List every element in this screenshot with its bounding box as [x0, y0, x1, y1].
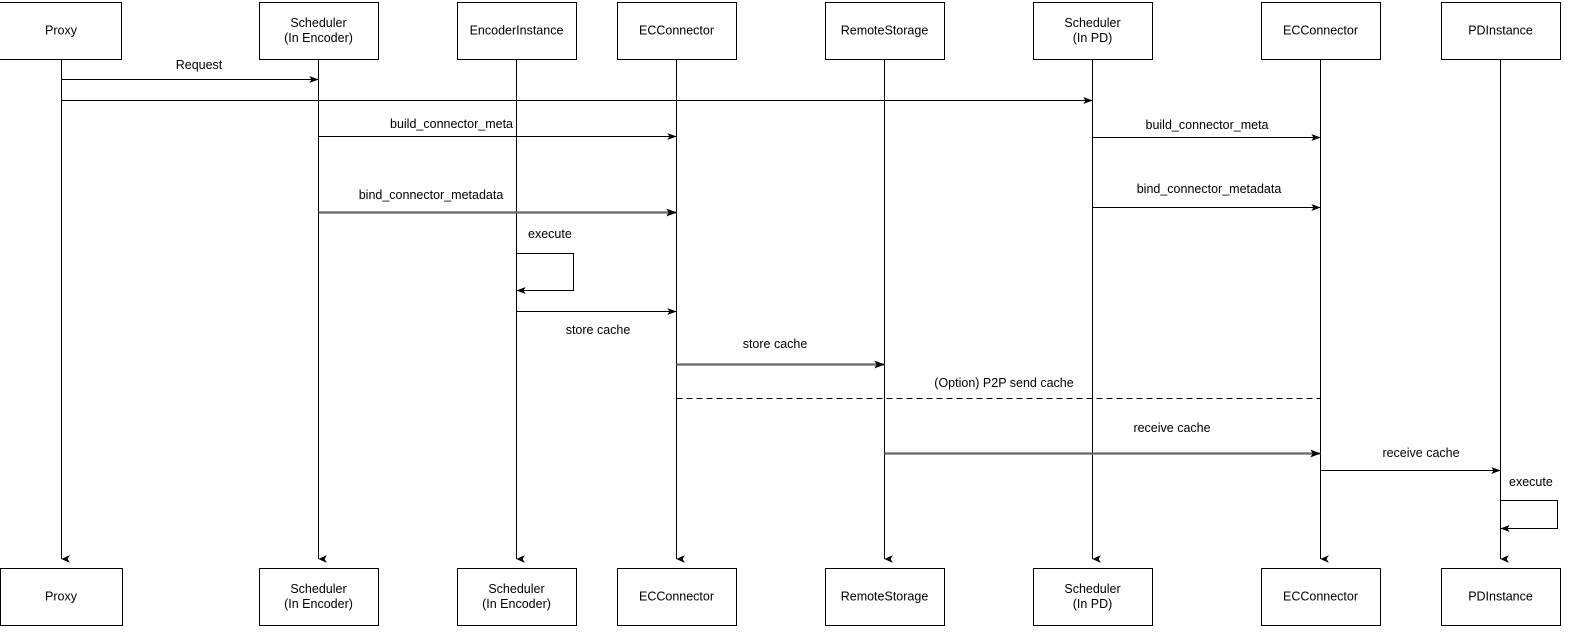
- self-message-layer: [516, 253, 1558, 532]
- participant-label-sched_pd-header: Scheduler(In PD): [1064, 15, 1121, 45]
- message-label-m10: receive cache: [1133, 421, 1211, 435]
- self-message-label-s2: execute: [1509, 475, 1553, 489]
- participant-box-pdinstance_f-footer[interactable]: [1441, 568, 1561, 626]
- participant-box-remote_f-footer[interactable]: [825, 568, 945, 626]
- participant-boxes-layer: [0, 2, 1561, 626]
- participant-box-sched_enc-header[interactable]: [259, 2, 379, 60]
- message-label-m11: receive cache: [1382, 446, 1460, 460]
- participant-label-sched_enc2_f-footer: Scheduler(In Encoder): [482, 581, 551, 611]
- participant-box-encoder_inst-header[interactable]: [457, 2, 577, 60]
- self-message-path: [516, 253, 574, 294]
- participant-label-encoder_inst-header: EncoderInstance: [469, 23, 564, 37]
- participant-label-remote-header: RemoteStorage: [840, 23, 929, 37]
- participant-box-sched_pd_f-footer[interactable]: [1033, 568, 1153, 626]
- participant-box-sched_pd-header[interactable]: [1033, 2, 1153, 60]
- participant-label-proxy-header: Proxy: [45, 23, 77, 37]
- participant-label-ecconn_pd_f-footer: ECConnector: [1282, 589, 1359, 603]
- participant-label-ecconn_pd-header: ECConnector: [1282, 23, 1359, 37]
- message-label-m6: bind_connector_metadata: [1136, 182, 1282, 196]
- participant-label-pdinstance-header: PDInstance: [1468, 23, 1533, 37]
- message-label-m3: build_connector_meta: [390, 117, 513, 131]
- message-label-m4: build_connector_meta: [1145, 118, 1269, 132]
- lifelines-layer: [61, 59, 1509, 563]
- participant-label-ecconn_enc_f-footer: ECConnector: [638, 589, 715, 603]
- participant-box-proxy_f-footer[interactable]: [0, 568, 123, 626]
- participant-box-sched_enc2_f-footer[interactable]: [457, 568, 577, 626]
- message-label-m8: store cache: [742, 337, 808, 351]
- message-label-m7: store cache: [565, 323, 631, 337]
- self-message-path: [1500, 500, 1558, 532]
- participant-box-ecconn_pd-header[interactable]: [1261, 2, 1381, 60]
- participant-box-ecconn_pd_f-footer[interactable]: [1261, 568, 1381, 626]
- message-label-m1: Request: [175, 58, 223, 72]
- participant-label-remote_f-footer: RemoteStorage: [840, 589, 929, 603]
- self-message-s1: [516, 253, 574, 294]
- participant-box-sched_enc_f-footer[interactable]: [259, 568, 379, 626]
- message-label-m9: (Option) P2P send cache: [934, 376, 1074, 390]
- participant-label-pdinstance_f-footer: PDInstance: [1468, 589, 1533, 603]
- participant-label-sched_enc-header: Scheduler(In Encoder): [284, 15, 353, 45]
- participant-box-remote-header[interactable]: [825, 2, 945, 60]
- participant-label-proxy_f-footer: Proxy: [45, 589, 77, 603]
- participant-box-proxy-header[interactable]: [0, 2, 122, 60]
- participant-label-ecconn_enc-header: ECConnector: [638, 23, 715, 37]
- self-message-label-s1: execute: [528, 227, 572, 241]
- participant-label-sched_pd_f-footer: Scheduler(In PD): [1064, 581, 1121, 611]
- message-label-m5: bind_connector_metadata: [358, 188, 504, 202]
- participant-box-ecconn_enc_f-footer[interactable]: [617, 568, 737, 626]
- messages-layer: [61, 76, 1501, 474]
- participant-box-ecconn_enc-header[interactable]: [617, 2, 737, 60]
- participant-label-sched_enc_f-footer: Scheduler(In Encoder): [284, 581, 353, 611]
- participant-box-pdinstance-header[interactable]: [1441, 2, 1561, 60]
- self-message-s2: [1500, 500, 1558, 532]
